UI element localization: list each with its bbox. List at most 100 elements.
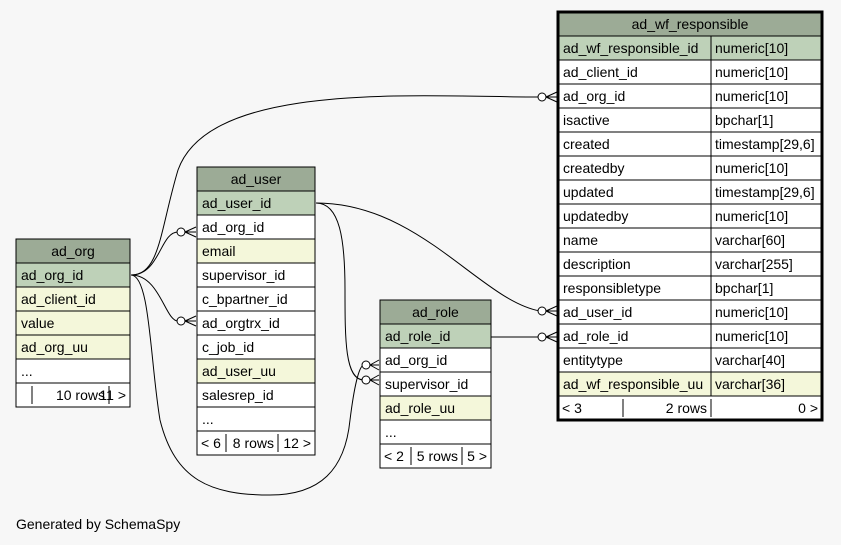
column-row <box>558 348 822 372</box>
column-name: created <box>563 136 610 152</box>
column-row <box>558 252 822 276</box>
column-row <box>558 204 822 228</box>
column-name: ad_org_id <box>563 88 625 104</box>
column-row <box>197 359 315 383</box>
column-row <box>558 180 822 204</box>
fork <box>545 331 558 343</box>
column-name: ad_user_id <box>202 195 271 211</box>
footer-parents: < 6 <box>201 435 221 451</box>
column-row <box>380 420 491 444</box>
table-name: ad_user <box>231 171 282 187</box>
footer-row-count: 10 rows <box>56 387 105 403</box>
edge-endpoints <box>176 91 558 386</box>
column-type: bpchar[1] <box>715 112 773 128</box>
table-name: ad_org <box>51 243 95 259</box>
table-header <box>558 12 822 36</box>
column-row <box>197 383 315 407</box>
table-ad-user: ad_userad_user_idad_org_idemailsuperviso… <box>196 166 316 456</box>
column-name: c_job_id <box>202 339 254 355</box>
column-type: varchar[60] <box>715 232 785 248</box>
column-name: ad_org_id <box>385 352 447 368</box>
column-type: varchar[36] <box>715 376 785 392</box>
column-name: ad_org_id <box>202 219 264 235</box>
footer-children: 5 > <box>467 448 487 464</box>
column-name: ad_wf_responsible_id <box>563 40 698 56</box>
edge-user-role-supervisor <box>315 202 365 381</box>
column-name: ad_user_id <box>563 304 632 320</box>
column-name: ... <box>21 363 33 379</box>
generated-by-footer: Generated by SchemaSpy <box>16 516 181 532</box>
fork <box>545 91 558 103</box>
column-row <box>380 348 491 372</box>
table-header <box>197 167 315 191</box>
column-row <box>197 335 315 359</box>
column-type: numeric[10] <box>715 328 788 344</box>
table-name: ad_wf_responsible <box>632 16 749 32</box>
column-row <box>558 228 822 252</box>
column-name: supervisor_id <box>385 376 468 392</box>
table-footer <box>197 431 315 455</box>
table-ad-role: ad_rolead_role_idad_org_idsupervisor_ida… <box>379 299 492 469</box>
column-row <box>380 372 491 396</box>
column-name: createdby <box>563 160 624 176</box>
table-outline <box>556 10 824 422</box>
edge-org-user-org <box>130 231 179 276</box>
footer-row-count: 8 rows <box>233 435 274 451</box>
column-name: responsibletype <box>563 280 661 296</box>
column-name: ad_role_id <box>385 328 450 344</box>
column-name: c_bpartner_id <box>202 291 288 307</box>
column-name: ad_org_uu <box>21 339 88 355</box>
crowfoot-marker <box>361 374 380 386</box>
tables: ad_orgad_org_idad_client_idvaluead_org_u… <box>15 10 824 469</box>
column-row <box>558 60 822 84</box>
fork <box>184 315 197 327</box>
table-header <box>380 300 491 324</box>
optional-circle <box>537 92 547 102</box>
column-name: ad_client_id <box>21 291 96 307</box>
column-name: isactive <box>563 112 610 128</box>
footer-row-count: 5 rows <box>417 448 458 464</box>
table-footer <box>558 396 822 420</box>
column-row <box>380 324 491 348</box>
column-row <box>16 287 130 311</box>
fork <box>369 359 380 371</box>
crowfoot-marker <box>176 315 197 327</box>
column-row <box>197 407 315 431</box>
column-name: updatedby <box>563 208 628 224</box>
column-row <box>558 300 822 324</box>
column-type: timestamp[29,6] <box>715 184 815 200</box>
footer-children: 12 > <box>283 435 311 451</box>
table-name: ad_role <box>412 304 459 320</box>
crowfoot-marker <box>537 305 558 317</box>
column-row <box>558 324 822 348</box>
column-row <box>197 311 315 335</box>
footer-children: 11 > <box>99 387 126 403</box>
column-name: entitytype <box>563 352 623 368</box>
column-row <box>16 311 130 335</box>
column-row <box>558 36 822 60</box>
column-type: bpchar[1] <box>715 280 773 296</box>
fork <box>545 305 558 317</box>
table-outline <box>15 238 131 408</box>
optional-circle <box>361 360 371 370</box>
column-name: ad_wf_responsible_uu <box>563 376 703 392</box>
column-row <box>197 215 315 239</box>
column-type: numeric[10] <box>715 304 788 320</box>
column-row <box>16 263 130 287</box>
column-name: ad_org_id <box>21 267 83 283</box>
column-type: numeric[10] <box>715 88 788 104</box>
table-outline <box>379 299 492 469</box>
table-outline <box>196 166 316 456</box>
footer-children: 0 > <box>798 400 818 416</box>
column-name: salesrep_id <box>202 387 274 403</box>
footer-parents: < 2 <box>384 448 404 464</box>
edge-user-wfresp <box>315 202 541 312</box>
column-name: ad_client_id <box>563 64 638 80</box>
column-name: ... <box>202 411 214 427</box>
fork <box>369 374 380 386</box>
crowfoot-marker <box>537 91 558 103</box>
column-name: email <box>202 243 235 259</box>
column-row <box>197 263 315 287</box>
column-row <box>16 335 130 359</box>
